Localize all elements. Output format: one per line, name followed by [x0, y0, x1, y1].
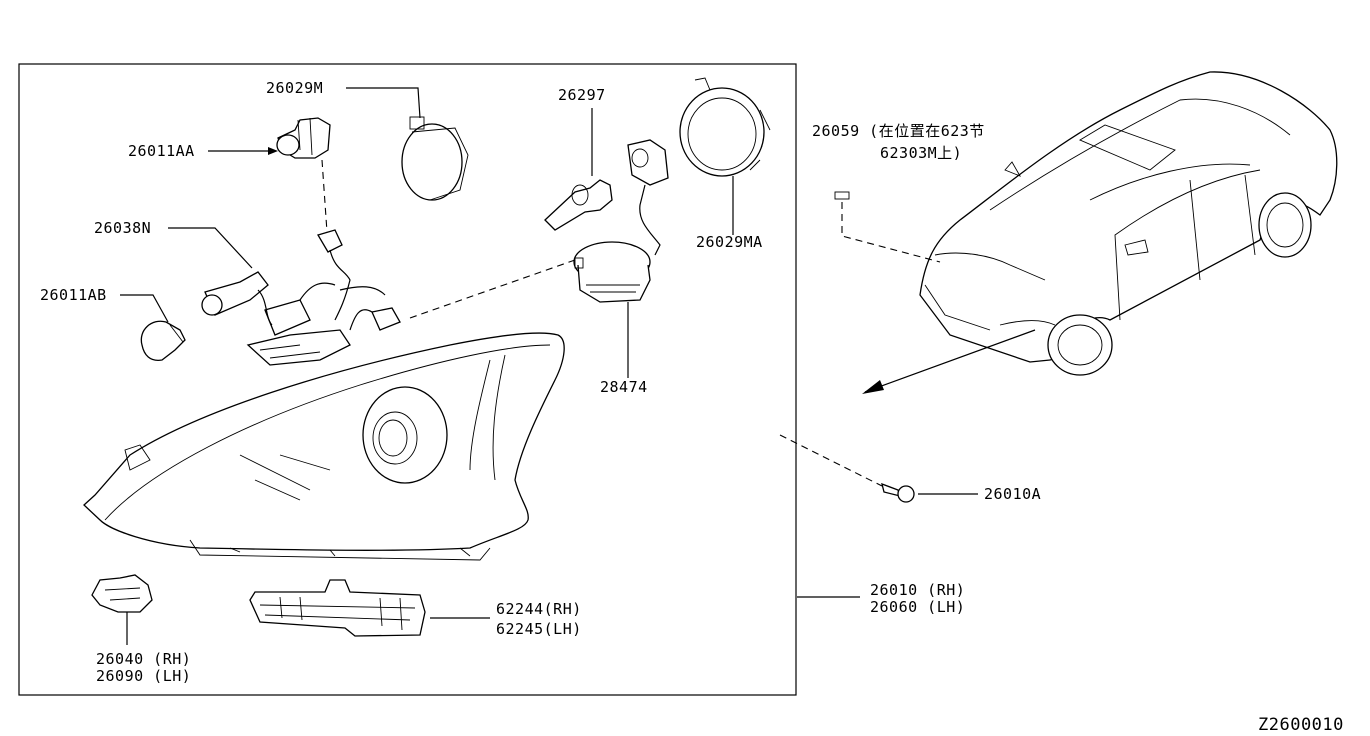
- label-62245-lh: 62245(LH): [496, 620, 582, 638]
- bulb-26297: [544, 179, 613, 231]
- label-26060-lh: 26060 (LH): [870, 598, 965, 616]
- label-26029M: 26029M: [266, 79, 323, 97]
- label-26010A: 26010A: [984, 485, 1041, 503]
- dashed-lines: [321, 159, 941, 487]
- socket-26038N: [201, 271, 273, 326]
- dust-cap-26029MA: [679, 77, 771, 177]
- label-26011AA: 26011AA: [128, 142, 195, 160]
- car-sketch: [919, 71, 1338, 376]
- diagram-code: Z2600010: [1258, 715, 1344, 735]
- label-26059-line2: 62303M上): [880, 144, 962, 162]
- label-26040-rh: 26040 (RH): [96, 650, 191, 668]
- label-26297: 26297: [558, 86, 606, 104]
- label-26090-lh: 26090 (LH): [96, 667, 191, 685]
- label-26010-rh: 26010 (RH): [870, 581, 965, 599]
- leader-lines: [120, 87, 978, 645]
- headlamp-housing: [83, 332, 565, 561]
- wiring-harness: [246, 229, 401, 366]
- label-26059-line1: 26059 (在位置在623节: [812, 122, 985, 140]
- ballast-28474: [573, 241, 651, 303]
- label-26011AB: 26011AB: [40, 286, 107, 304]
- bracket-26040: [91, 574, 153, 613]
- igniter-connector: [627, 139, 669, 256]
- dust-cap-26029M: [401, 116, 469, 201]
- bulb-26011AB: [140, 320, 186, 361]
- direction-arrow: [862, 329, 1036, 394]
- label-26029MA: 26029MA: [696, 233, 763, 251]
- bolt-26010A: [881, 482, 915, 503]
- label-26038N: 26038N: [94, 219, 151, 237]
- assembly-frame: [18, 63, 797, 696]
- label-62244-rh: 62244(RH): [496, 600, 582, 618]
- label-28474: 28474: [600, 378, 648, 396]
- bracket-62244: [249, 579, 426, 637]
- bulb-26011AA: [276, 117, 331, 159]
- clip-26059: [834, 191, 850, 200]
